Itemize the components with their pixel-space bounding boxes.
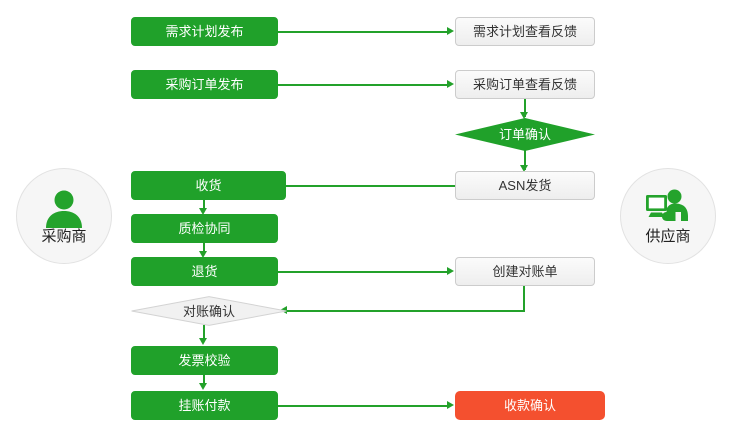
connector-quality-to-return bbox=[203, 243, 205, 253]
node-label: 收货 bbox=[195, 178, 222, 193]
person-at-computer-icon bbox=[646, 189, 688, 221]
node-purchase-order-publish[interactable]: 采购订单发布 bbox=[131, 70, 278, 99]
connector-return-to-statement bbox=[278, 271, 448, 273]
node-purchase-order-view[interactable]: 采购订单查看反馈 bbox=[455, 70, 595, 99]
node-create-statement[interactable]: 创建对账单 bbox=[455, 257, 595, 286]
node-label: 发票校验 bbox=[178, 353, 231, 368]
node-label: 需求计划查看反馈 bbox=[472, 24, 577, 39]
node-asn-shipment[interactable]: ASN发货 bbox=[455, 171, 595, 200]
role-supplier[interactable]: 供应商 bbox=[620, 168, 716, 264]
connector-demand-plan bbox=[278, 31, 448, 33]
arrowhead-invoice-check bbox=[199, 338, 207, 345]
connector-invoice-to-payment bbox=[203, 375, 205, 385]
node-label: 创建对账单 bbox=[492, 264, 558, 279]
node-label: 对账确认 bbox=[182, 303, 235, 319]
role-label: 供应商 bbox=[645, 228, 691, 245]
arrowhead-receipt-confirm bbox=[447, 401, 454, 409]
node-label: ASN发货 bbox=[498, 178, 552, 193]
node-label: 采购订单查看反馈 bbox=[472, 77, 577, 92]
node-statement-confirm[interactable]: 对账确认 bbox=[131, 296, 287, 326]
arrowhead-quality-collab bbox=[199, 208, 207, 215]
node-return-goods[interactable]: 退货 bbox=[131, 257, 278, 286]
node-receipt-confirm[interactable]: 收款确认 bbox=[455, 391, 605, 420]
node-demand-plan-publish[interactable]: 需求计划发布 bbox=[131, 17, 278, 46]
node-label: 质检协同 bbox=[178, 221, 231, 236]
arrowhead-create-statement bbox=[447, 267, 454, 275]
arrowhead-return-goods bbox=[199, 251, 207, 258]
connector-order-confirm-in bbox=[524, 99, 526, 117]
connector-asn-in bbox=[524, 150, 526, 170]
connector-statement-to-invoice bbox=[203, 325, 205, 339]
node-invoice-check[interactable]: 发票校验 bbox=[131, 346, 278, 375]
arrowhead-demand-plan bbox=[447, 27, 454, 35]
connector-payment-to-receipt bbox=[278, 405, 448, 407]
role-buyer[interactable]: 采购商 bbox=[16, 168, 112, 264]
node-label: 挂账付款 bbox=[178, 398, 231, 413]
connector-receive-to-quality bbox=[203, 200, 205, 210]
diamond-shape-grey bbox=[131, 296, 287, 326]
node-order-confirm[interactable]: 订单确认 bbox=[455, 118, 595, 151]
node-label: 订单确认 bbox=[498, 127, 551, 142]
person-icon bbox=[46, 190, 82, 228]
node-payable-payment[interactable]: 挂账付款 bbox=[131, 391, 278, 420]
node-label: 采购订单发布 bbox=[165, 77, 244, 92]
connector-purchase-order bbox=[278, 84, 448, 86]
node-label: 需求计划发布 bbox=[165, 24, 244, 39]
diamond-shape-green bbox=[455, 118, 595, 151]
arrowhead-purchase-order bbox=[447, 80, 454, 88]
connector-asn-to-receive bbox=[286, 185, 455, 187]
arrowhead-asn-in bbox=[520, 165, 528, 172]
connector-statement-down bbox=[523, 286, 525, 312]
node-quality-collab[interactable]: 质检协同 bbox=[131, 214, 278, 243]
role-label: 采购商 bbox=[41, 228, 87, 245]
arrowhead-payable-payment bbox=[199, 383, 207, 390]
node-demand-plan-view[interactable]: 需求计划查看反馈 bbox=[455, 17, 595, 46]
node-label: 收款确认 bbox=[503, 398, 556, 413]
connector-statement-left bbox=[287, 310, 525, 312]
node-receive-goods[interactable]: 收货 bbox=[131, 171, 286, 200]
arrowhead-order-confirm-in bbox=[520, 112, 528, 119]
node-label: 退货 bbox=[191, 264, 218, 279]
